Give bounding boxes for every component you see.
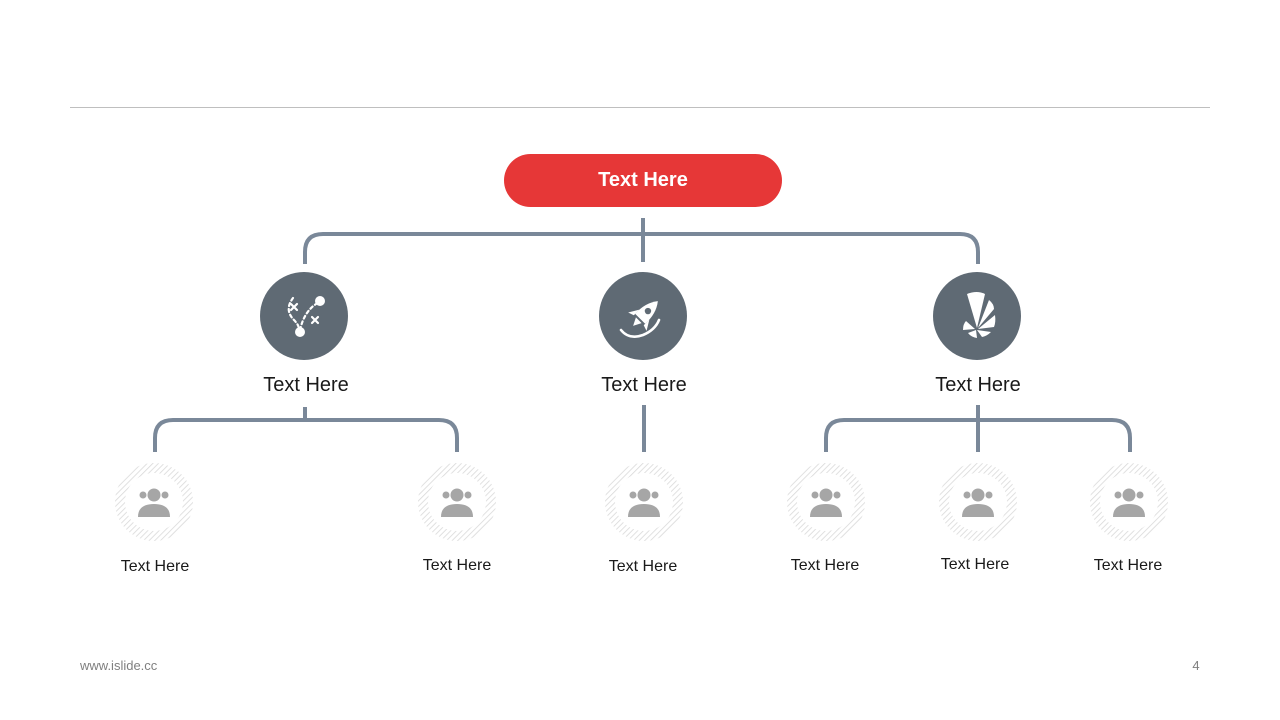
rocket-icon bbox=[599, 272, 687, 360]
leaf-label: Text Here bbox=[940, 556, 1010, 573]
title-divider bbox=[70, 107, 1210, 108]
leaf-label: Text Here bbox=[422, 557, 492, 574]
strategy-icon bbox=[260, 272, 348, 360]
root-node: Text Here bbox=[504, 154, 782, 207]
leaf-label: Text Here bbox=[608, 558, 678, 575]
leaf-label: Text Here bbox=[790, 557, 860, 574]
branch-label: Text Here bbox=[935, 374, 1021, 396]
branch-label: Text Here bbox=[263, 374, 349, 396]
pie-chart-icon bbox=[933, 272, 1021, 360]
people-icon bbox=[1089, 462, 1169, 542]
people-icon bbox=[786, 462, 866, 542]
branch-label: Text Here bbox=[601, 374, 687, 396]
people-icon bbox=[114, 462, 194, 542]
people-icon bbox=[938, 462, 1018, 542]
leaf-label: Text Here bbox=[120, 558, 190, 575]
leaf-label: Text Here bbox=[1093, 557, 1163, 574]
people-icon bbox=[604, 462, 684, 542]
page-number: 4 bbox=[1192, 658, 1200, 673]
footer-url: www.islide.cc bbox=[80, 658, 158, 673]
people-icon bbox=[417, 462, 497, 542]
